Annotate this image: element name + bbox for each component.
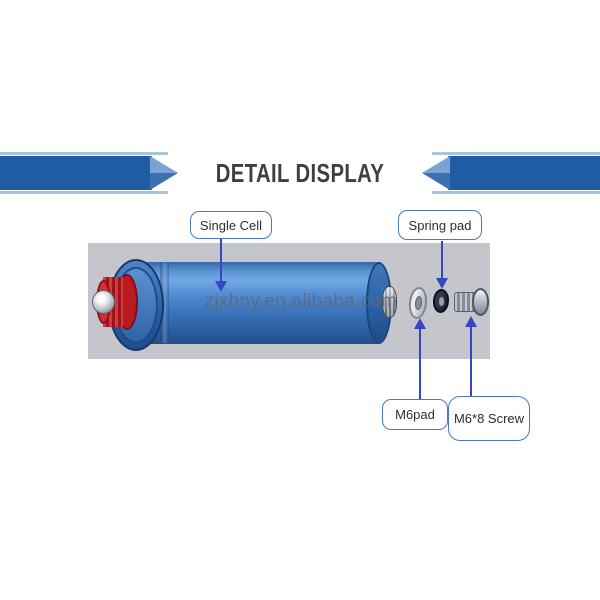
spring-pad-washer-hole xyxy=(438,296,445,307)
spring-pad-arrow-line xyxy=(441,241,443,279)
callout-m6-screw-label: M6*8 Screw xyxy=(453,411,525,426)
callout-m6-screw: M6*8 Screw xyxy=(448,396,530,441)
banner-bar-right xyxy=(448,156,600,190)
spring-pad-arrow-icon xyxy=(436,278,448,289)
callout-m6pad: M6pad xyxy=(382,399,448,430)
cell-terminal xyxy=(382,286,397,318)
cell-body xyxy=(140,262,380,344)
callout-m6pad-label: M6pad xyxy=(395,407,435,422)
bolt-icon xyxy=(92,290,115,314)
callout-spring-pad: Spring pad xyxy=(398,210,482,240)
single-cell-arrow-line xyxy=(220,239,222,282)
m6pad-arrow-icon xyxy=(414,318,426,329)
banner-title-plate xyxy=(168,146,432,198)
cell-groove xyxy=(160,263,169,343)
m6x8-screw-head xyxy=(472,288,489,316)
banner-bar-left xyxy=(0,156,152,190)
banner-title: DETAIL DISPLAY xyxy=(215,157,385,188)
callout-single-cell-label: Single Cell xyxy=(199,217,263,233)
m6pad-arrow-line xyxy=(419,328,421,399)
callout-spring-pad-label: Spring pad xyxy=(408,217,472,233)
m6-screw-arrow-icon xyxy=(465,316,477,327)
m6-screw-arrow-line xyxy=(470,326,472,396)
single-cell-arrow-icon xyxy=(215,281,227,292)
callout-single-cell: Single Cell xyxy=(190,211,272,239)
watermark-text: zjxhny.en.alibaba.com xyxy=(204,291,398,312)
